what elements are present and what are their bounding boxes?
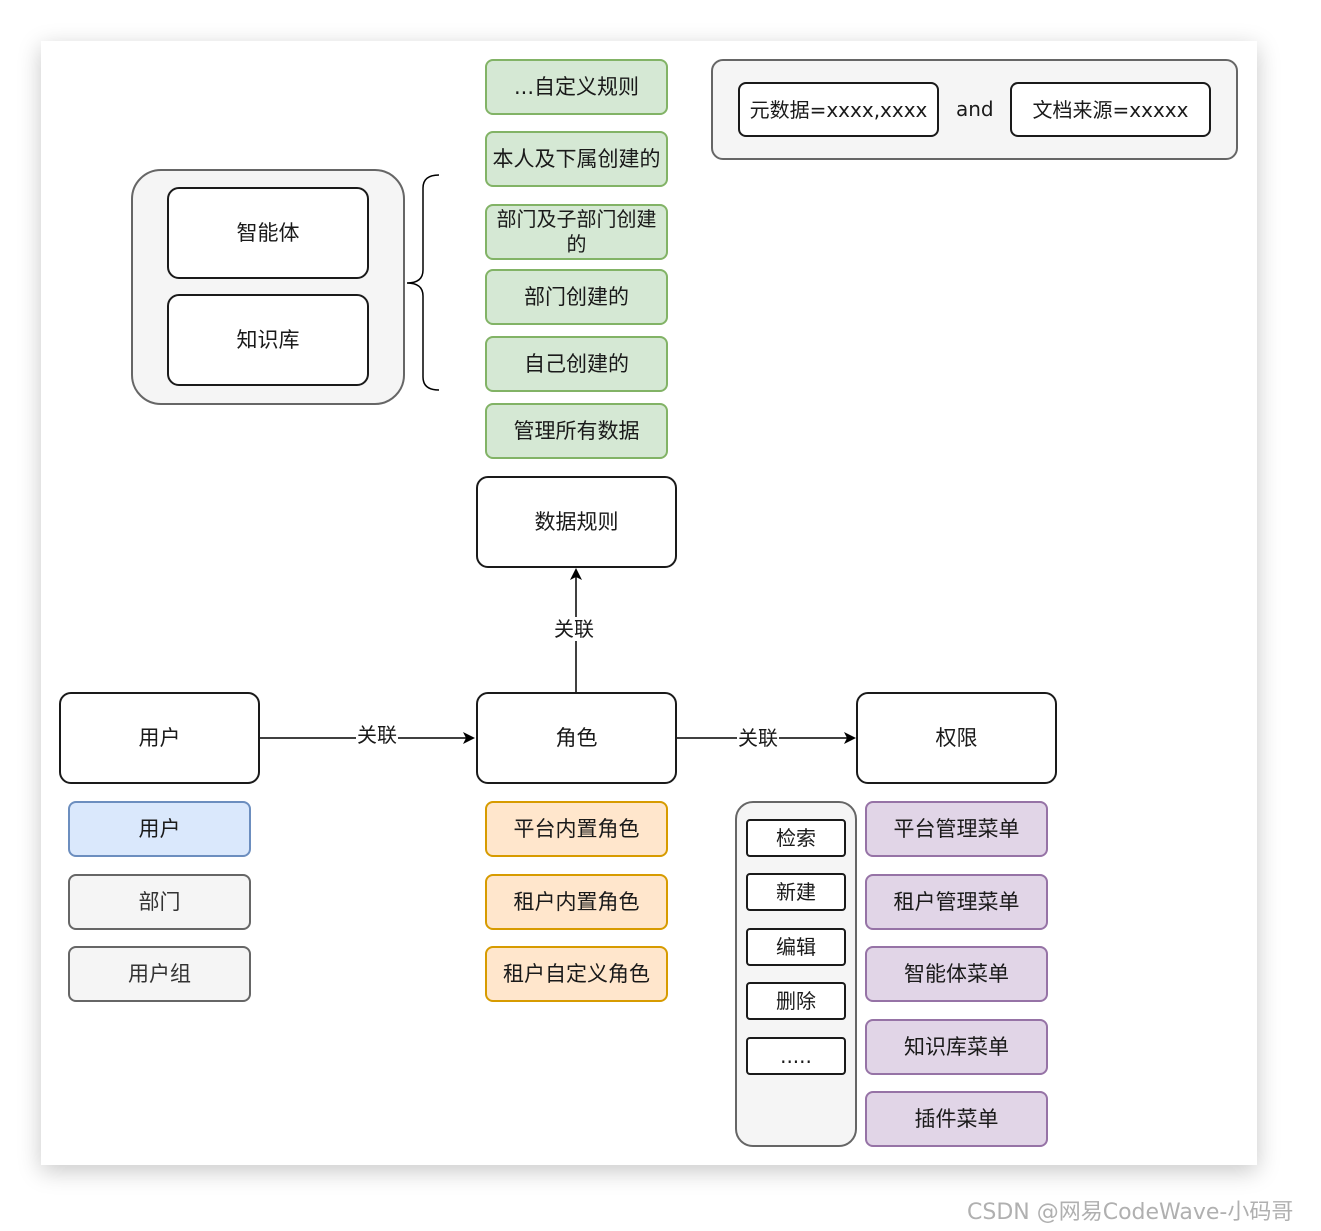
rule-dept: 部门创建的 (485, 269, 668, 325)
role-tenant-custom: 租户自定义角色 (485, 946, 668, 1002)
agent-node: 智能体 (167, 187, 369, 279)
edge-label-user-role: 关联 (356, 723, 398, 747)
menu-agent: 智能体菜单 (865, 946, 1048, 1002)
menu-platform-management: 平台管理菜单 (865, 801, 1048, 857)
rule-self-and-subordinates: 本人及下属创建的 (485, 131, 668, 187)
menu-plugin: 插件菜单 (865, 1091, 1048, 1147)
menu-knowledge-base: 知识库菜单 (865, 1019, 1048, 1075)
edge-label-role-data-rule: 关联 (553, 617, 595, 641)
menu-tenant-management: 租户管理菜单 (865, 874, 1048, 930)
metadata-condition: 元数据=xxxx,xxxx (738, 82, 939, 137)
data-rule-node: 数据规则 (476, 476, 677, 568)
action-search: 检索 (746, 819, 846, 857)
permission-node: 权限 (856, 692, 1057, 784)
user-node: 用户 (59, 692, 260, 784)
and-connector: and (956, 97, 994, 121)
action-edit: 编辑 (746, 928, 846, 966)
rule-self: 自己创建的 (485, 336, 668, 392)
role-platform-builtin: 平台内置角色 (485, 801, 668, 857)
csdn-watermark: CSDN @网易CodeWave-小码哥 (967, 1200, 1294, 1225)
knowledge-base-node: 知识库 (167, 294, 369, 386)
action-delete: 删除 (746, 982, 846, 1020)
action-more: ..... (746, 1037, 846, 1075)
rule-custom: ...自定义规则 (485, 59, 668, 115)
rule-all-data: 管理所有数据 (485, 403, 668, 459)
rule-dept-and-subdept: 部门及子部门创建的 (485, 204, 668, 260)
action-create: 新建 (746, 873, 846, 911)
role-node: 角色 (476, 692, 677, 784)
action-group (735, 801, 857, 1147)
edge-label-role-permission: 关联 (737, 726, 779, 750)
curly-brace (406, 174, 440, 391)
role-tenant-builtin: 租户内置角色 (485, 874, 668, 930)
doc-source-condition: 文档来源=xxxxx (1010, 82, 1211, 137)
subject-user-group: 用户组 (68, 946, 251, 1002)
subject-user: 用户 (68, 801, 251, 857)
subject-department: 部门 (68, 874, 251, 930)
